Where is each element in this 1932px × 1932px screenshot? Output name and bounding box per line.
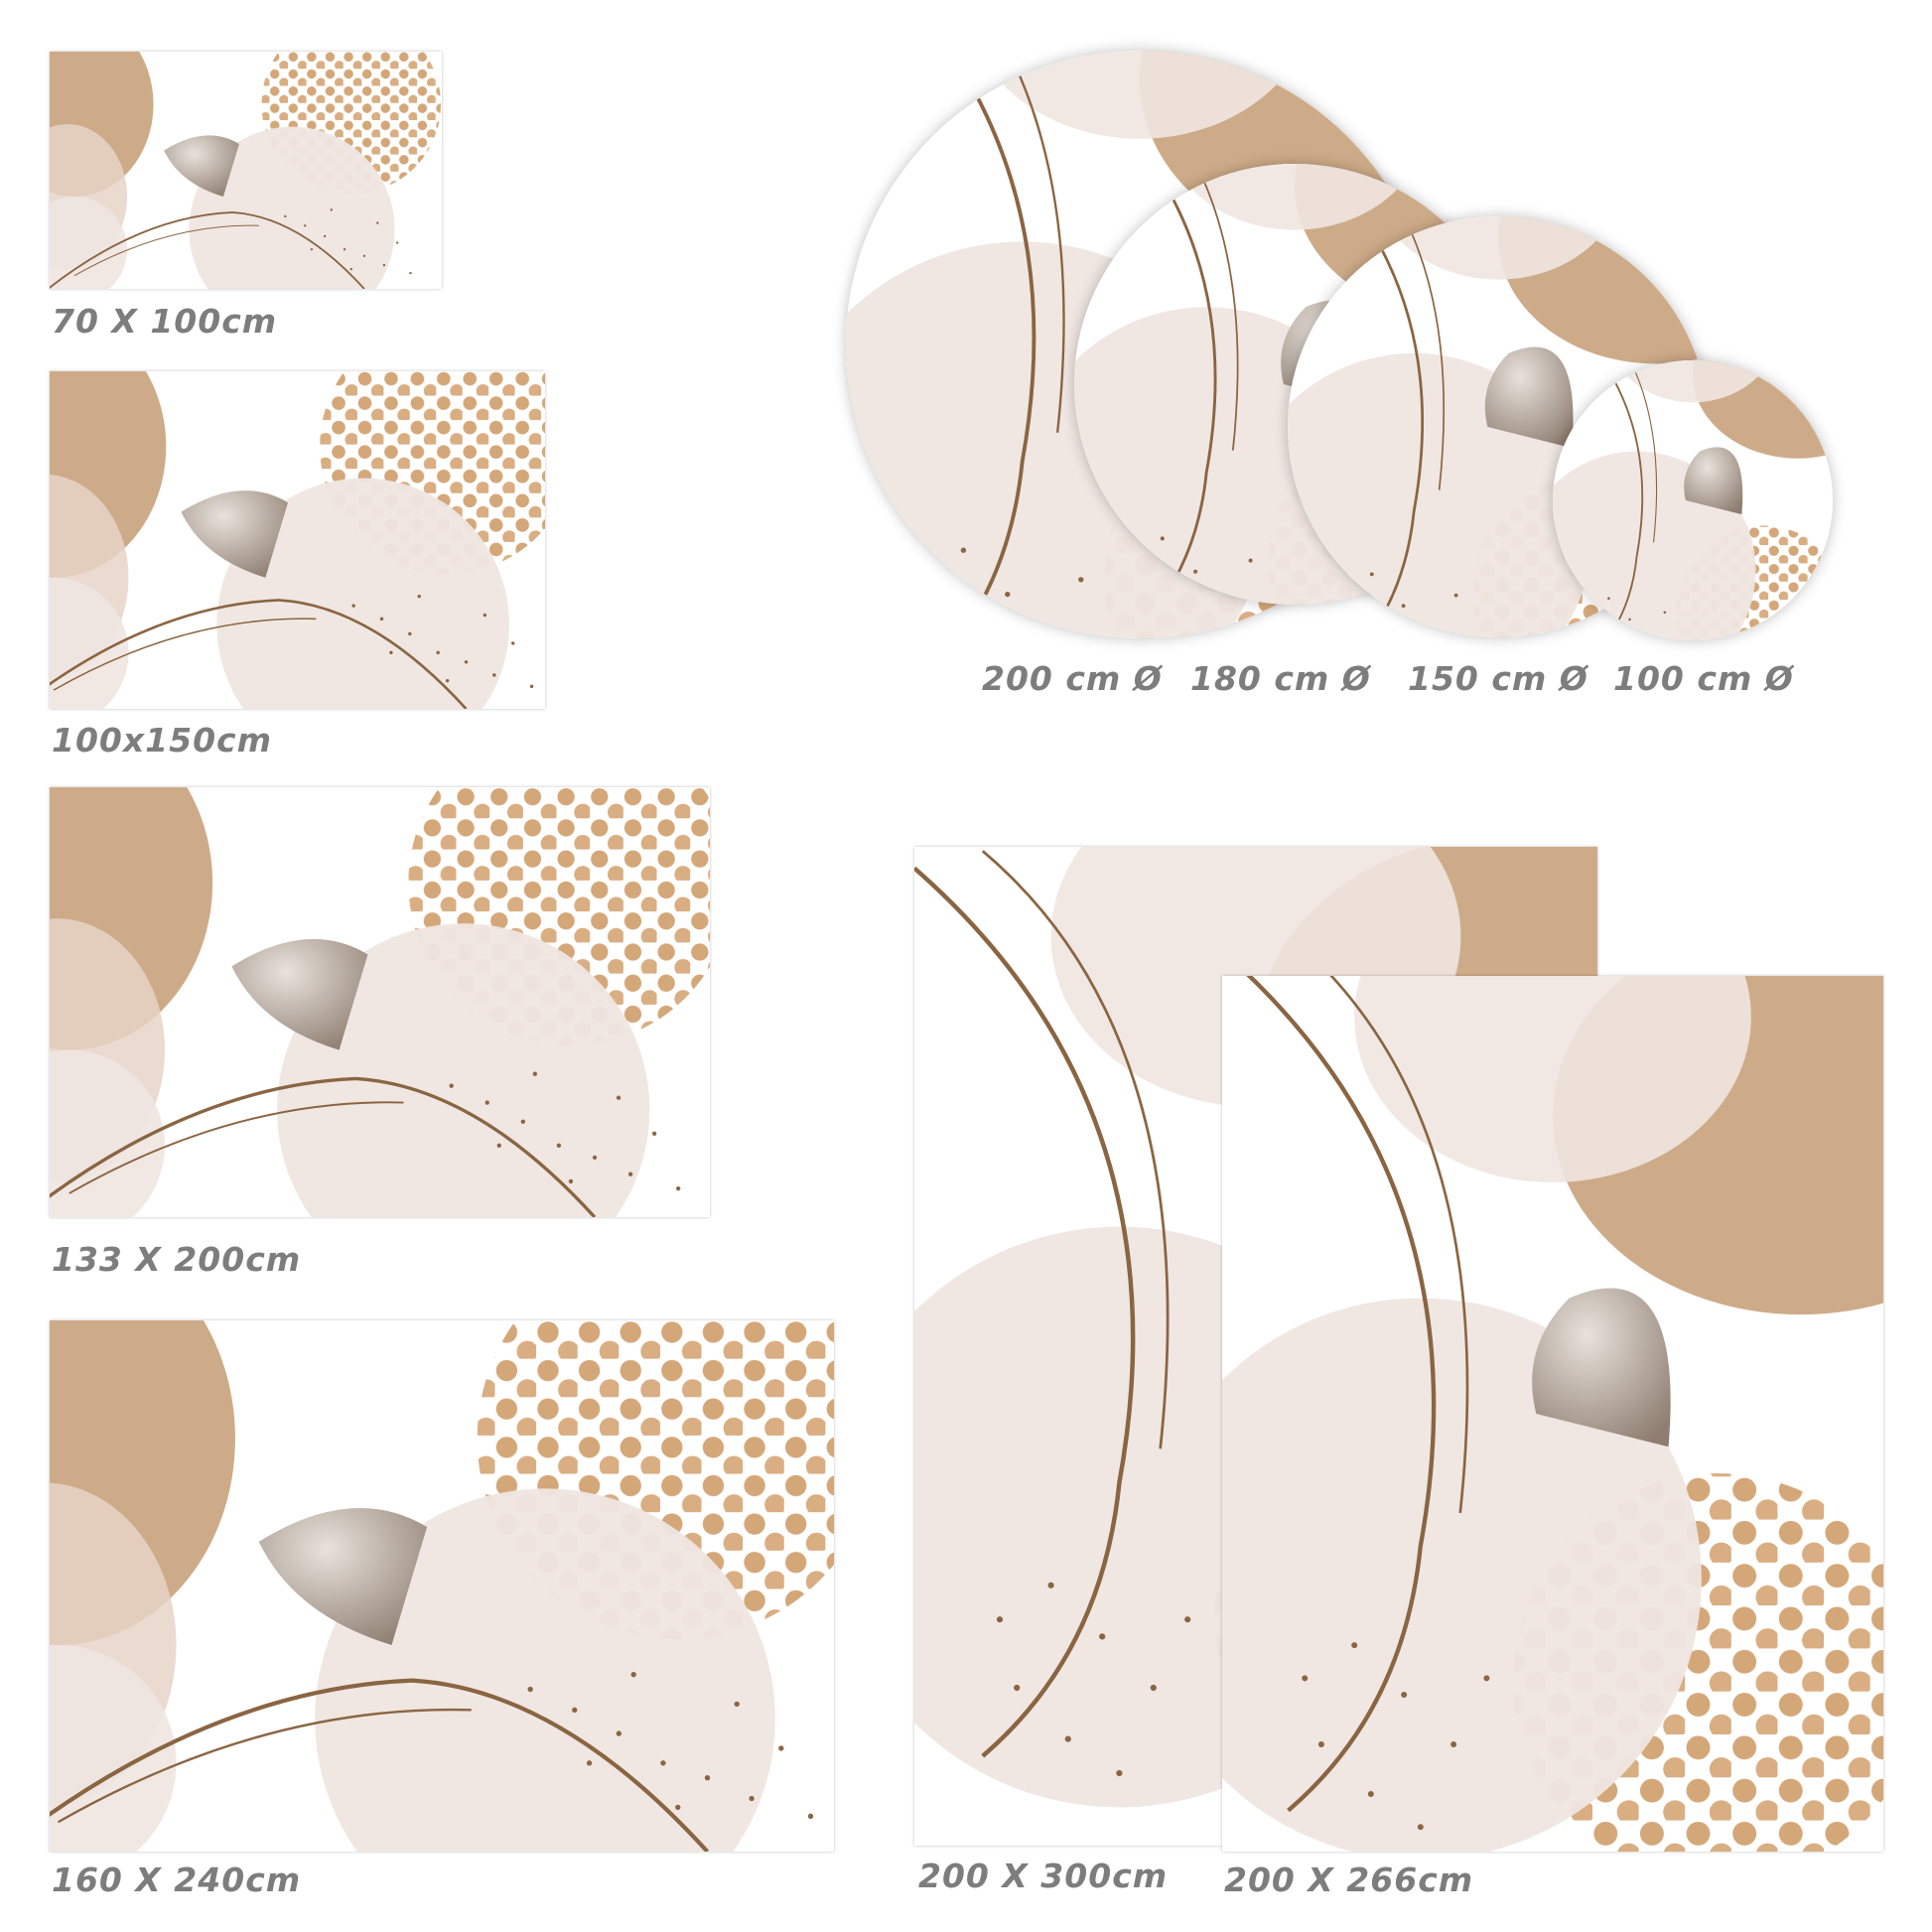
round-rug-100[interactable]: [1553, 360, 1833, 640]
size-label: 200 X 266cm: [1224, 1861, 1474, 1899]
size-label: 100x150cm: [52, 721, 273, 759]
rug-artwork: [1553, 360, 1833, 640]
size-label: 70 X 100cm: [52, 302, 278, 341]
round-size-label: 100 cm Ø: [1613, 659, 1794, 698]
round-size-label: 150 cm Ø: [1408, 659, 1588, 698]
rug-100x150[interactable]: [50, 371, 545, 709]
rug-artwork: [1222, 976, 1883, 1852]
rug-artwork: [50, 787, 710, 1217]
rug-artwork: [50, 371, 545, 709]
round-size-label: 200 cm Ø: [982, 659, 1163, 698]
rug-70x100[interactable]: [50, 52, 442, 289]
rug-133x200[interactable]: [50, 787, 710, 1217]
size-label: 200 X 300cm: [918, 1857, 1169, 1895]
rug-200x266[interactable]: [1222, 976, 1883, 1852]
round-size-label: 180 cm Ø: [1190, 659, 1371, 698]
rug-artwork: [50, 52, 442, 289]
size-label: 160 X 240cm: [52, 1861, 302, 1899]
rug-artwork: [50, 1320, 834, 1852]
size-label: 133 X 200cm: [52, 1240, 302, 1279]
rug-160x240[interactable]: [50, 1320, 834, 1852]
